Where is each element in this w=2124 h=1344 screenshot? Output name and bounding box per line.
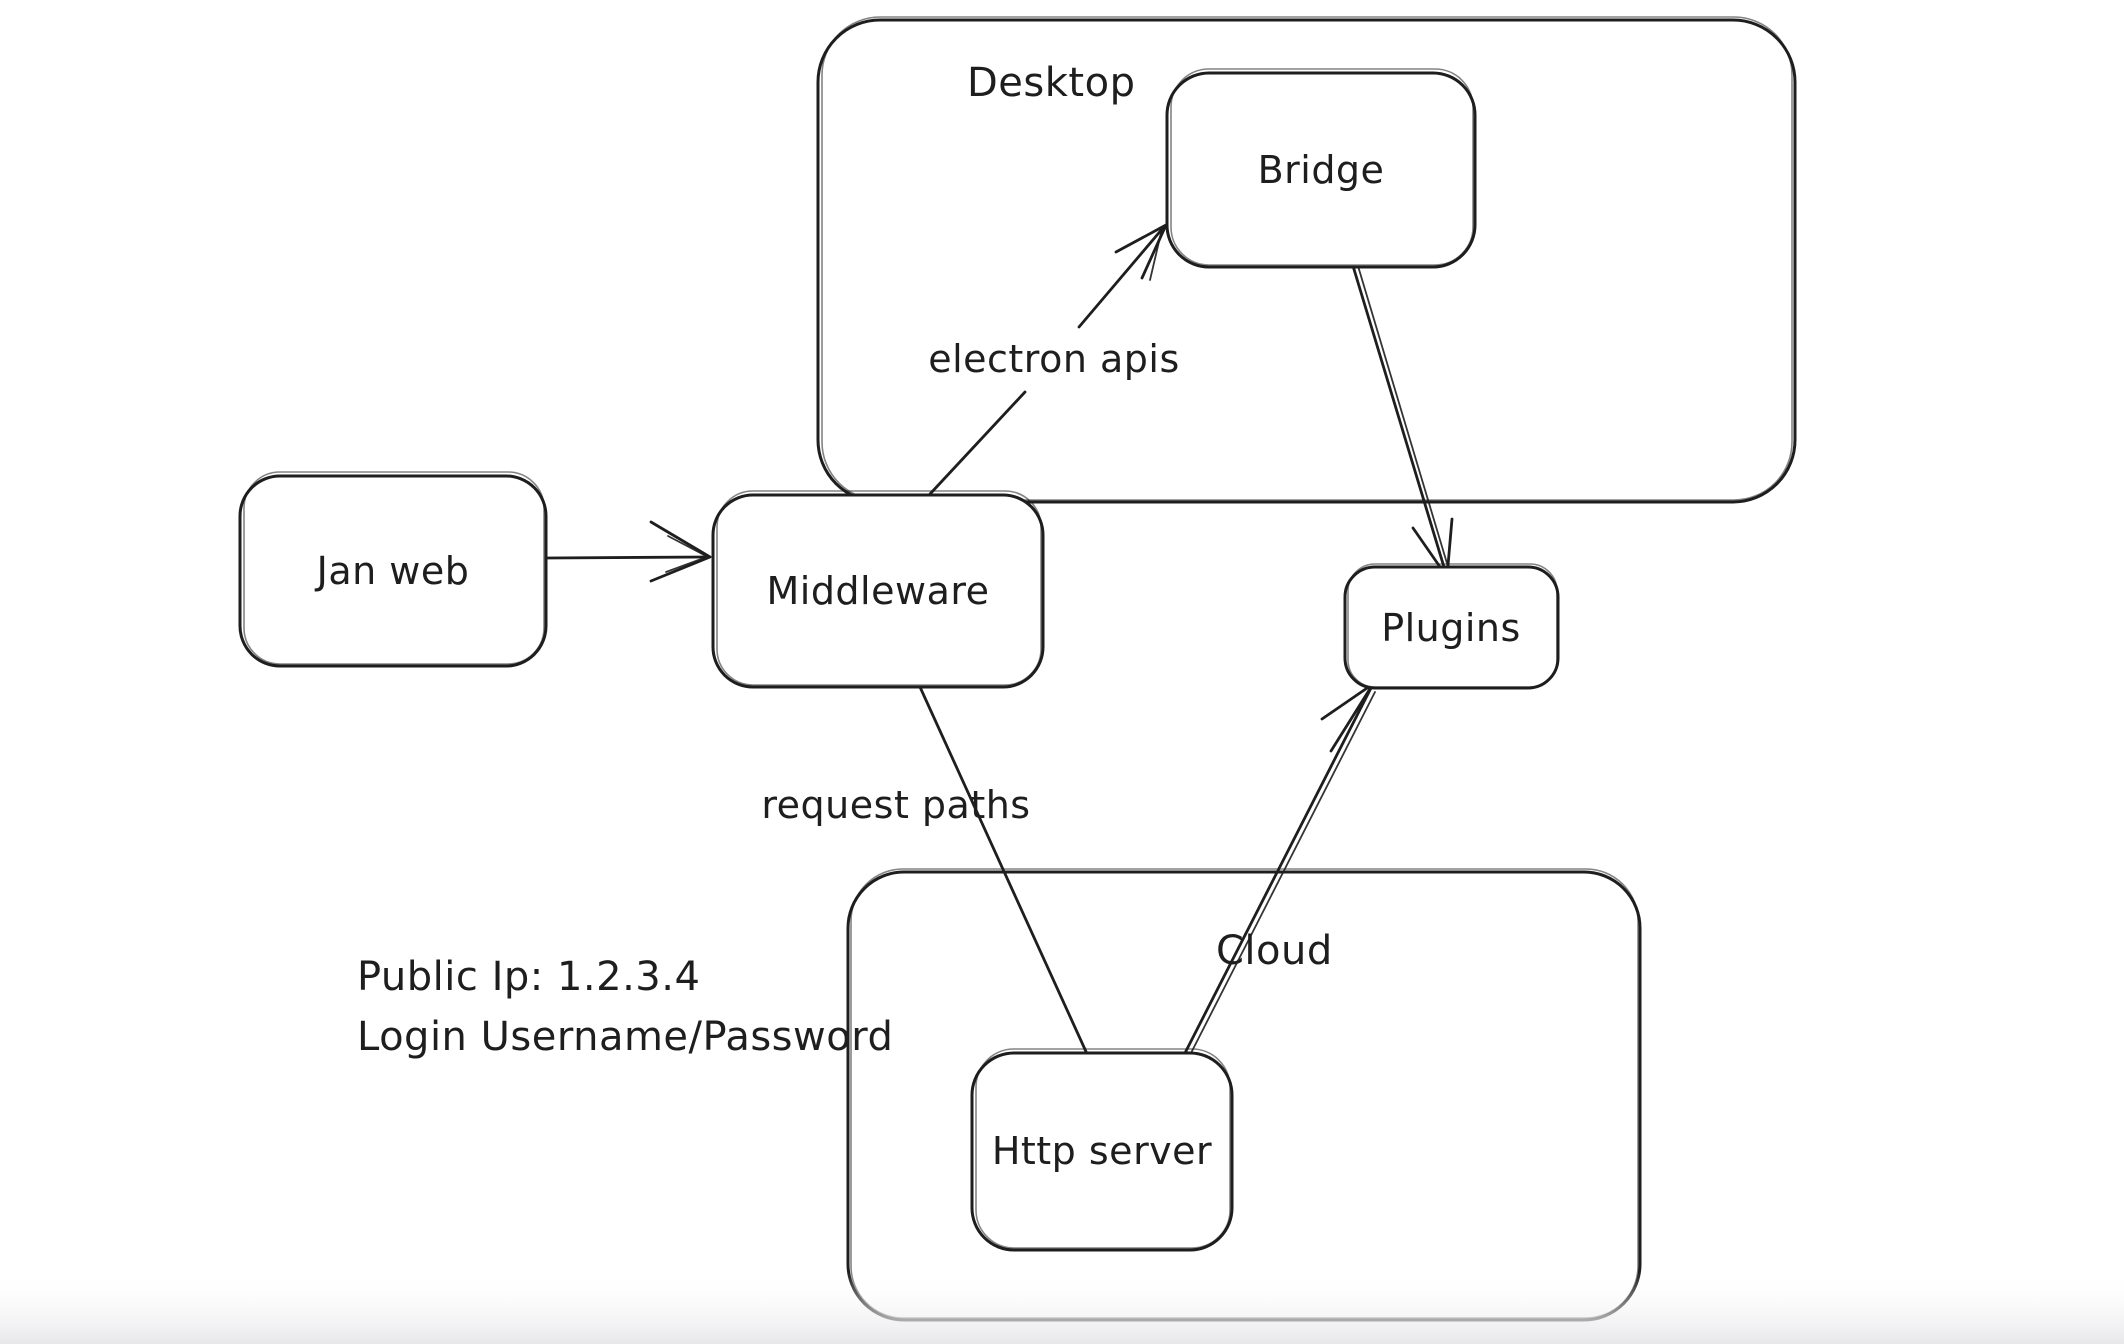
node-label-http-server: Http server <box>992 1129 1212 1173</box>
edge-sketch-stroke <box>1189 691 1376 1056</box>
arrow-janweb-to-middleware[interactable] <box>546 520 712 583</box>
node-sketch-stroke <box>243 471 545 665</box>
node-label-bridge: Bridge <box>1258 148 1385 192</box>
container-label-desktop[interactable]: Desktop <box>967 60 1135 106</box>
edge-label-electron-apis[interactable]: electron apis <box>928 337 1180 381</box>
container-desktop-sketch-stroke <box>821 16 1793 501</box>
node-bridge[interactable]: Bridge <box>1165 68 1477 269</box>
edge-label-request-paths[interactable]: request paths <box>761 783 1030 827</box>
arrowhead <box>649 520 712 583</box>
node-label-middleware: Middleware <box>766 569 989 613</box>
line-middleware-to-httpserver[interactable] <box>918 685 1090 1058</box>
container-label-cloud[interactable]: Cloud <box>1216 928 1333 974</box>
node-sketch-stroke <box>716 490 1042 686</box>
arrowhead-sketch-stroke <box>1149 232 1162 281</box>
annotation-login[interactable]: Login Username/Password <box>357 1014 893 1060</box>
arrowhead-sketch-stroke <box>665 535 707 573</box>
node-sketch-stroke <box>1170 68 1474 266</box>
container-desktop[interactable] <box>816 16 1797 504</box>
node-label-plugins: Plugins <box>1381 606 1521 650</box>
edge-sketch-stroke <box>1357 265 1450 571</box>
node-http-server[interactable]: Http server <box>970 1048 1234 1252</box>
annotation-public-ip[interactable]: Public Ip: 1.2.3.4 <box>357 954 700 1000</box>
node-sketch-stroke <box>975 1048 1231 1249</box>
node-jan-web[interactable]: Jan web <box>238 471 548 668</box>
bottom-fade <box>0 1272 2124 1344</box>
node-sketch-stroke <box>1347 563 1558 688</box>
node-plugins[interactable]: Plugins <box>1343 563 1560 690</box>
node-middleware[interactable]: Middleware <box>711 490 1045 689</box>
node-label-jan-web: Jan web <box>315 549 470 593</box>
